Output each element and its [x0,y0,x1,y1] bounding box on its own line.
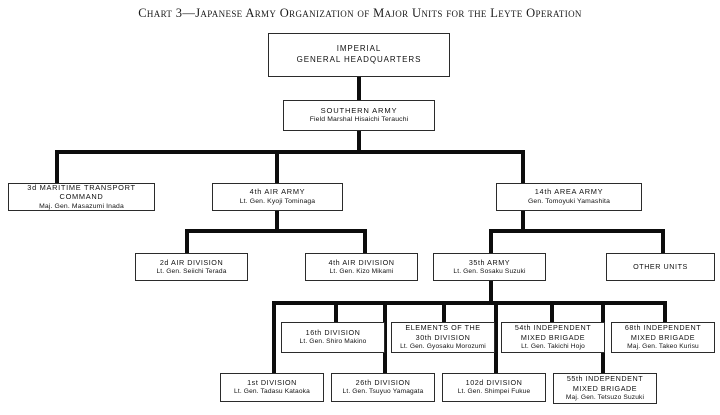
edge-bus-2d-air-division [185,229,189,253]
edge-35th-army-stem [489,281,493,303]
unit-name: 102d DIVISION [465,378,523,388]
node-4th-air-army[interactable]: 4th AIR ARMY Lt. Gen. Kyoji Tominaga [212,183,343,211]
edge-bus-1st-division [272,301,276,373]
unit-name: 68th INDEPENDENT MIXED BRIGADE [624,323,702,342]
edge-bus-68th-imb [663,301,667,322]
unit-commander: Lt. Gen. Seiichi Terada [156,267,227,275]
unit-name: IMPERIAL GENERAL HEADQUARTERS [296,44,422,64]
unit-commander: Lt. Gen. Kizo Mikami [329,267,394,275]
node-14th-area-army[interactable]: 14th AREA ARMY Gen. Tomoyuki Yamashita [496,183,642,211]
unit-commander: Lt. Gen. Shiro Makino [299,338,367,346]
edge-4th-air-army-stem [275,211,279,231]
edge-bus-16th-division [334,301,338,322]
unit-name: ELEMENTS OF THE 30th DIVISION [405,323,481,342]
bus-4th-air-army [185,229,367,233]
edge-bus-35th-army [489,229,493,253]
page-title: Chart 3—Japanese Army Organization of Ma… [138,6,582,20]
unit-name: 14th AREA ARMY [534,187,604,197]
node-102d-division[interactable]: 102d DIVISION Lt. Gen. Shimpei Fukue [442,373,546,402]
node-imperial-general-headquarters[interactable]: IMPERIAL GENERAL HEADQUARTERS [268,33,450,77]
edge-bus-14th-area-army [521,150,525,183]
unit-commander: Maj. Gen. Masazumi Inada [39,202,124,210]
unit-name: 54th INDEPENDENT MIXED BRIGADE [514,323,592,342]
node-elements-30th-division[interactable]: ELEMENTS OF THE 30th DIVISION Lt. Gen. G… [391,322,495,353]
unit-name: 35th ARMY [468,257,511,267]
unit-commander: Lt. Gen. Tadasu Kataoka [234,388,310,396]
unit-commander: Lt. Gen. Sosaku Suzuki [453,267,526,275]
edge-bus-3d-maritime [55,150,59,183]
unit-commander: Maj. Gen. Tetsuzo Suzuki [565,393,645,401]
unit-commander: Lt. Gen. Tsuyuo Yamagata [342,388,424,396]
edge-bus-54th-imb [550,301,554,322]
unit-commander: Lt. Gen. Shimpei Fukue [457,388,531,396]
unit-name: 16th DIVISION [305,328,361,338]
unit-commander: Lt. Gen. Takichi Hojo [521,342,585,350]
edge-bus-30th-division [442,301,446,322]
unit-name: 26th DIVISION [355,378,411,388]
unit-name: 4th AIR DIVISION [328,257,395,267]
unit-commander: Field Marshal Hisaichi Terauchi [309,116,409,124]
edge-ighq-southern-army [357,77,361,100]
unit-commander: Lt. Gen. Gyosaku Morozumi [400,342,486,350]
unit-name: 3d MARITIME TRANSPORT COMMAND [27,183,136,202]
node-4th-air-division[interactable]: 4th AIR DIVISION Lt. Gen. Kizo Mikami [305,253,418,281]
bus-14th-area-army [489,229,665,233]
unit-name: SOUTHERN ARMY [320,105,398,115]
unit-name: 4th AIR ARMY [249,187,306,197]
node-68th-independent-mixed-brigade[interactable]: 68th INDEPENDENT MIXED BRIGADE Maj. Gen.… [611,322,715,353]
bus-level3 [55,150,525,154]
unit-name: 1st DIVISION [247,378,297,388]
unit-name: 55th INDEPENDENT MIXED BRIGADE [566,374,644,393]
node-2d-air-division[interactable]: 2d AIR DIVISION Lt. Gen. Seiichi Terada [135,253,248,281]
node-55th-independent-mixed-brigade[interactable]: 55th INDEPENDENT MIXED BRIGADE Maj. Gen.… [553,373,657,404]
node-16th-division[interactable]: 16th DIVISION Lt. Gen. Shiro Makino [281,322,385,353]
node-1st-division[interactable]: 1st DIVISION Lt. Gen. Tadasu Kataoka [220,373,324,402]
unit-name: 2d AIR DIVISION [159,257,224,267]
node-26th-division[interactable]: 26th DIVISION Lt. Gen. Tsuyuo Yamagata [331,373,435,402]
node-3d-maritime-transport-command[interactable]: 3d MARITIME TRANSPORT COMMAND Maj. Gen. … [8,183,155,211]
node-other-units[interactable]: OTHER UNITS [606,253,715,281]
node-54th-independent-mixed-brigade[interactable]: 54th INDEPENDENT MIXED BRIGADE Lt. Gen. … [501,322,605,353]
bus-35th-army [272,301,667,305]
unit-name: OTHER UNITS [633,262,688,272]
unit-commander: Lt. Gen. Kyoji Tominaga [239,197,316,205]
edge-bus-other-units [661,229,665,253]
node-southern-army[interactable]: SOUTHERN ARMY Field Marshal Hisaichi Ter… [283,100,435,131]
edge-southern-army-stem [357,131,361,151]
node-35th-army[interactable]: 35th ARMY Lt. Gen. Sosaku Suzuki [433,253,546,281]
unit-commander: Maj. Gen. Takeo Kurisu [627,342,699,350]
edge-bus-4th-air-division [363,229,367,253]
edge-14th-area-army-stem [521,211,525,231]
unit-commander: Gen. Tomoyuki Yamashita [527,197,611,205]
edge-bus-4th-air-army [275,150,279,183]
